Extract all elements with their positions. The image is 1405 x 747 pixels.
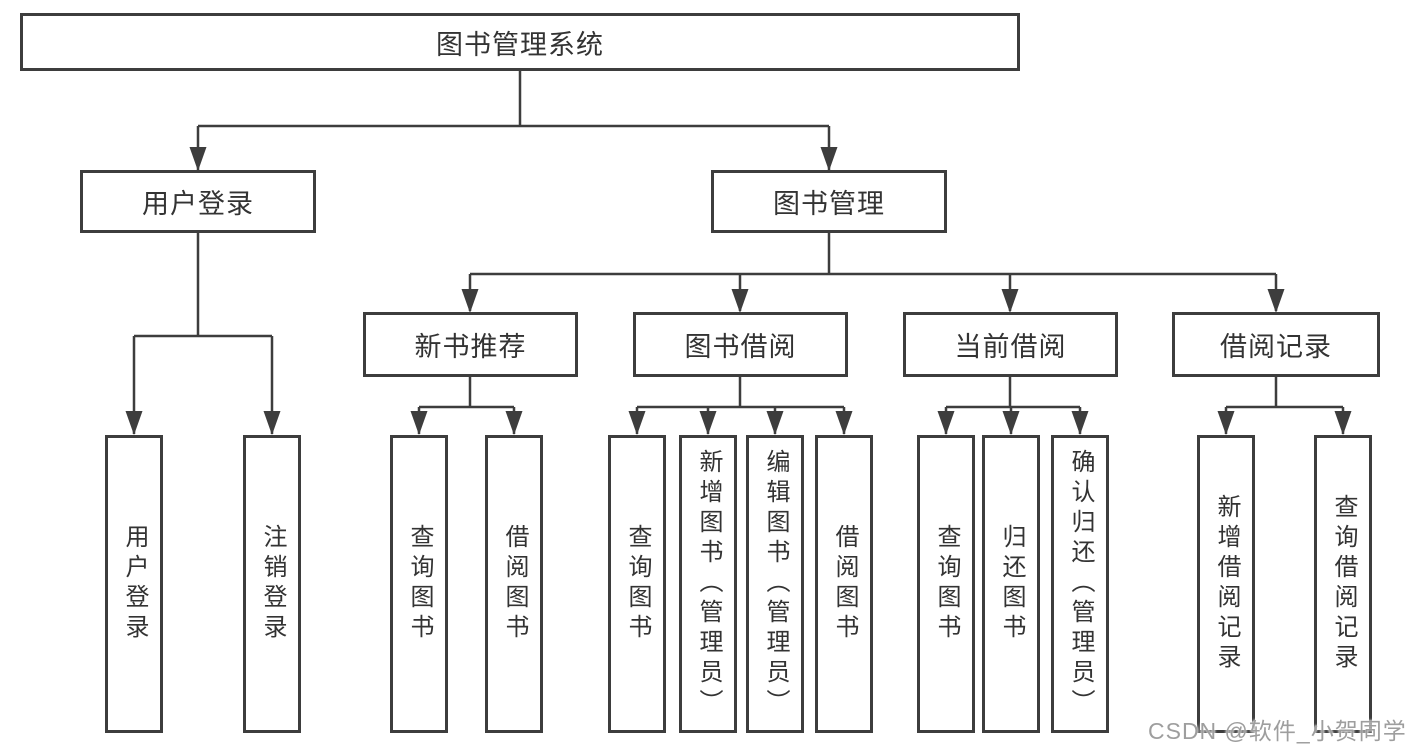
leaf-query-books-current: 查询图书 xyxy=(917,435,975,733)
node-new-book-recommend-label: 新书推荐 xyxy=(414,332,527,362)
watermark: CSDN @软件_小贺同学 xyxy=(1148,718,1405,744)
node-borrow-records-label: 借阅记录 xyxy=(1220,332,1332,362)
leaf-add-book-admin: 新增图书（管理员） xyxy=(679,435,737,733)
leaf-return-book-label: 归还图书 xyxy=(998,524,1025,644)
leaf-query-books-borrow-label: 查询图书 xyxy=(624,524,651,644)
leaf-query-borrow-record-label: 查询借阅记录 xyxy=(1330,494,1357,674)
node-book-management: 图书管理 xyxy=(711,170,947,233)
node-current-borrow: 当前借阅 xyxy=(903,312,1118,377)
leaf-borrow-books-recommend: 借阅图书 xyxy=(485,435,543,733)
leaf-query-books-borrow: 查询图书 xyxy=(608,435,666,733)
leaf-add-borrow-record: 新增借阅记录 xyxy=(1197,435,1255,733)
node-new-book-recommend: 新书推荐 xyxy=(363,312,578,377)
leaf-confirm-return-admin-label: 确认归还（管理员） xyxy=(1067,449,1094,719)
leaf-query-books-recommend-label: 查询图书 xyxy=(406,524,433,644)
node-root-label: 图书管理系统 xyxy=(436,29,604,60)
leaf-logout-label: 注销登录 xyxy=(259,524,286,644)
leaf-borrow-books: 借阅图书 xyxy=(815,435,873,733)
leaf-query-books-current-label: 查询图书 xyxy=(933,524,960,644)
leaf-user-login-label: 用户登录 xyxy=(121,524,148,644)
leaf-borrow-books-label: 借阅图书 xyxy=(831,524,858,644)
leaf-query-books-recommend: 查询图书 xyxy=(390,435,448,733)
leaf-edit-book-admin: 编辑图书（管理员） xyxy=(746,435,804,733)
leaf-borrow-books-recommend-label: 借阅图书 xyxy=(501,524,528,644)
leaf-user-login: 用户登录 xyxy=(105,435,163,733)
node-user-login-label: 用户登录 xyxy=(142,189,254,219)
leaf-confirm-return-admin: 确认归还（管理员） xyxy=(1051,435,1109,733)
node-borrow-records: 借阅记录 xyxy=(1172,312,1380,377)
node-book-borrow: 图书借阅 xyxy=(633,312,848,377)
leaf-add-book-admin-label: 新增图书（管理员） xyxy=(695,449,722,719)
leaf-logout: 注销登录 xyxy=(243,435,301,733)
node-book-management-label: 图书管理 xyxy=(773,189,885,219)
node-current-borrow-label: 当前借阅 xyxy=(954,332,1067,362)
leaf-add-borrow-record-label: 新增借阅记录 xyxy=(1213,494,1240,674)
leaf-edit-book-admin-label: 编辑图书（管理员） xyxy=(762,449,789,719)
leaf-query-borrow-record: 查询借阅记录 xyxy=(1314,435,1372,733)
node-root: 图书管理系统 xyxy=(20,13,1020,71)
node-book-borrow-label: 图书借阅 xyxy=(684,332,797,362)
node-user-login: 用户登录 xyxy=(80,170,316,233)
leaf-return-book: 归还图书 xyxy=(982,435,1040,733)
